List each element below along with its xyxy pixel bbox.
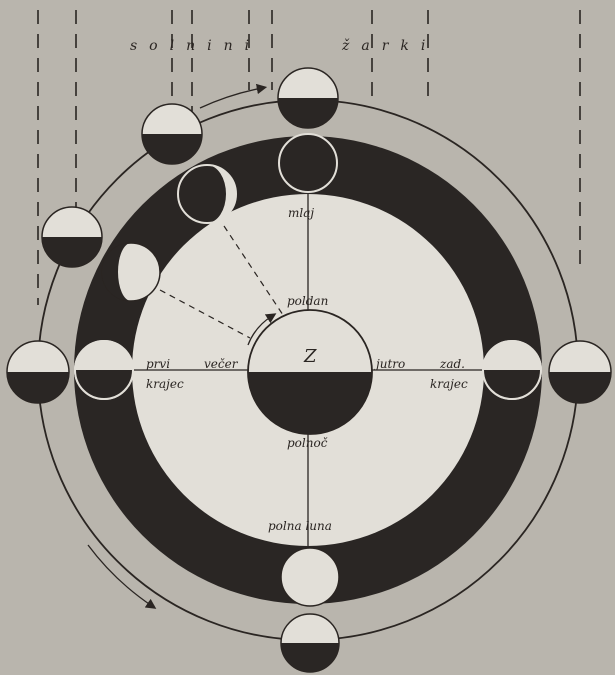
label-polna-luna: polna luna <box>268 519 332 533</box>
outer-moon-far-right <box>549 341 611 403</box>
moon-waxing-gibbous <box>102 243 160 301</box>
outer-moon-top <box>278 68 338 128</box>
label-poldan: poldan <box>287 294 328 308</box>
title-left: solnini <box>130 38 261 54</box>
label-jutro: jutro <box>373 357 405 371</box>
label-prvi: prvi <box>146 357 170 371</box>
moon-first-quarter <box>75 341 133 399</box>
earth-label: Z <box>303 346 317 367</box>
earth <box>248 310 372 434</box>
title-right: žarki <box>341 37 437 54</box>
moon-last-quarter <box>483 341 541 399</box>
label-vecer: večer <box>204 357 239 371</box>
outer-moon-far-left <box>7 341 69 403</box>
label-mlaj: mlaj <box>288 206 314 220</box>
label-polnoc: polnoč <box>287 436 328 450</box>
label-zadnji: zad. <box>439 357 465 371</box>
outer-moon-upper-left <box>142 104 202 164</box>
moon-waxing-crescent <box>178 165 236 223</box>
moon-full <box>281 548 339 606</box>
moon-new <box>279 134 337 192</box>
label-krajec-right: krajec <box>430 377 468 391</box>
outer-moon-bottom <box>281 614 339 672</box>
outer-moon-left <box>42 207 102 267</box>
label-krajec-left: krajec <box>146 377 184 391</box>
orbit-arrow-bottom <box>88 545 152 606</box>
